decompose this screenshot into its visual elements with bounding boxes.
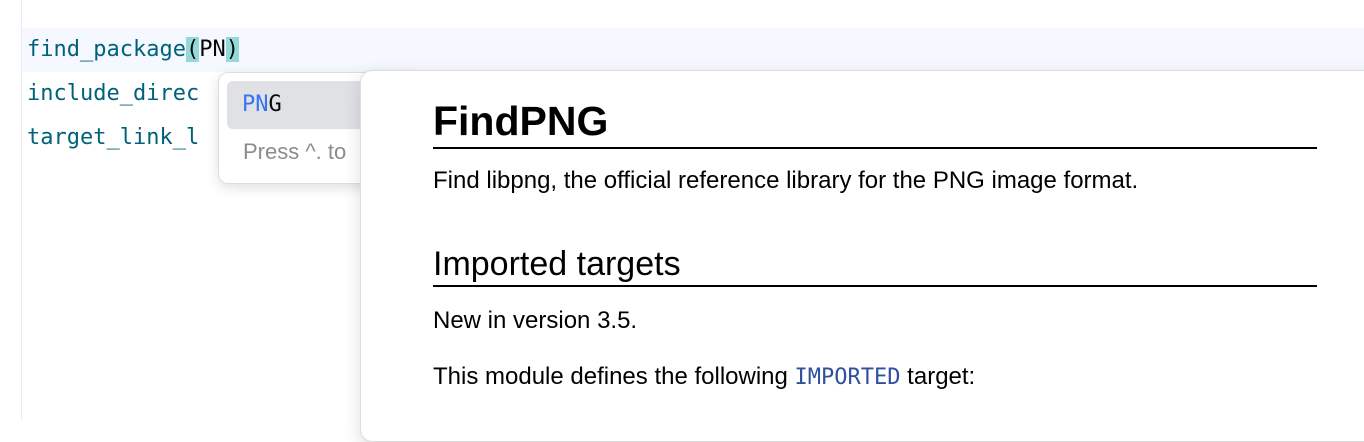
code-line-2[interactable]: include_direc: [27, 72, 199, 116]
doc-description: Find libpng, the official reference libr…: [433, 167, 1139, 194]
doc-section-heading: Imported targets: [433, 243, 1317, 287]
function-name: target_link_l: [27, 125, 200, 150]
completion-match: PN: [242, 92, 269, 117]
documentation-popup: FindPNG Find libpng, the official refere…: [360, 70, 1364, 442]
function-name: find_package: [27, 37, 186, 62]
completion-hint: Press ^. to: [243, 139, 347, 164]
close-paren: ): [225, 37, 239, 62]
doc-title: FindPNG: [433, 97, 1317, 149]
completion-rest: G: [268, 92, 282, 117]
current-line-highlight: [22, 28, 1364, 72]
code-line-1[interactable]: find_package(PN): [27, 28, 239, 72]
doc-version-note: New in version 3.5.: [433, 307, 638, 334]
doc-imported-keyword[interactable]: IMPORTED: [794, 365, 901, 390]
open-paren: (: [185, 37, 200, 62]
doc-defines-suffix: target:: [900, 363, 976, 390]
editor-gutter-separator: [21, 0, 22, 420]
argument: PN: [199, 37, 226, 62]
doc-defines-prefix: This module defines the following: [433, 363, 795, 390]
code-line-3[interactable]: target_link_l: [27, 116, 199, 160]
doc-defines-text: This module defines the following IMPORT…: [433, 363, 975, 391]
function-name: include_direc: [27, 81, 200, 106]
